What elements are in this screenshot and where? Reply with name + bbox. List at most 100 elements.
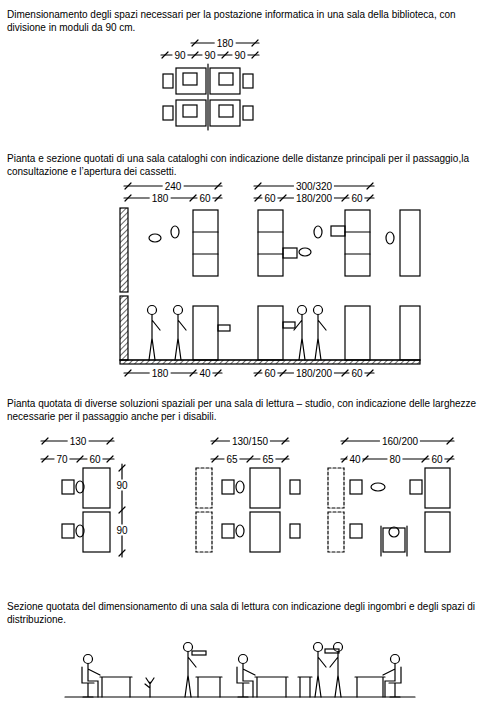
dimension-tick	[77, 456, 83, 462]
dimension-tick	[215, 195, 221, 201]
dimension-label: 60	[262, 368, 277, 379]
dimension-label: 130/150	[230, 436, 270, 447]
dimension-label: 70	[54, 454, 69, 465]
dimension-tick	[367, 183, 373, 189]
floor-section	[120, 360, 420, 364]
dimension-tick	[247, 456, 253, 462]
person-top	[299, 248, 311, 256]
dimension-label: 240	[163, 181, 184, 192]
dimension-label: 60	[87, 454, 102, 465]
chair-symbol	[163, 106, 173, 120]
person-head	[239, 655, 248, 664]
dimension-tick	[42, 438, 48, 444]
carried-books	[325, 649, 339, 653]
drawer-line	[258, 231, 283, 232]
person-head	[184, 643, 193, 652]
dimension-label: 180	[215, 38, 236, 49]
reading-table	[250, 512, 280, 552]
dimension-tick	[255, 370, 261, 376]
catalogue-cabinet	[400, 306, 420, 360]
reading-table	[196, 512, 212, 552]
chair-symbol	[222, 480, 234, 494]
catalogue-cabinet	[258, 306, 283, 360]
dimension-tick	[280, 195, 286, 201]
plant-symbol	[145, 678, 154, 697]
person-top	[386, 232, 394, 244]
desk-section	[100, 677, 132, 697]
dimension-label: 90	[114, 525, 129, 536]
dimension-tick	[367, 370, 373, 376]
chair-symbol	[350, 524, 362, 538]
dimension-label: 60	[349, 193, 364, 204]
dimension-label: 300/320	[294, 181, 334, 192]
caption-text: Pianta quotata di diverse soluzioni spaz…	[7, 397, 493, 423]
dimension-label: 160/200	[380, 436, 420, 447]
catalogue-cabinet	[193, 306, 218, 360]
dimension-label: 60	[197, 193, 212, 204]
reading-table	[425, 512, 450, 552]
dimension-tick	[342, 438, 348, 444]
dimension-tick	[107, 456, 113, 462]
catalogue-cabinet	[258, 210, 283, 276]
dimension-tick	[447, 438, 453, 444]
desk-section	[255, 677, 288, 697]
reading-table	[250, 468, 280, 508]
dimension-tick	[119, 550, 125, 556]
open-drawer	[331, 226, 345, 236]
chair-section	[237, 667, 249, 697]
dimension-tick	[107, 438, 113, 444]
wheelchair-wheel	[380, 526, 381, 556]
dimension-label: 180/200	[294, 193, 334, 204]
dimension-tick	[222, 52, 228, 58]
chair-symbol	[290, 524, 300, 538]
wheelchair-wheel	[406, 526, 407, 556]
person-top	[314, 226, 322, 238]
dimension-tick	[252, 52, 258, 58]
dimension-label: 40	[347, 454, 362, 465]
drawer-line	[345, 231, 370, 232]
dimension-tick	[190, 370, 196, 376]
reading-table	[196, 468, 212, 508]
caption-text: Pianta e sezione quotati di una sala cat…	[7, 152, 493, 178]
standing-figure	[175, 315, 186, 360]
chair-section	[82, 667, 94, 697]
desk-section	[298, 677, 312, 697]
chair-symbol	[350, 480, 362, 494]
person-head	[84, 655, 93, 664]
person-top	[149, 234, 161, 242]
dimension-label: 90	[202, 50, 217, 61]
drawer-line	[193, 253, 218, 254]
catalogue-cabinet	[345, 210, 370, 276]
chair-symbol	[243, 74, 253, 88]
chair-symbol	[290, 480, 300, 494]
person-head	[314, 643, 323, 652]
dimension-tick	[342, 370, 348, 376]
desk-section	[196, 677, 222, 697]
wheelchair-seat	[383, 528, 405, 552]
catalogue-cabinet	[193, 210, 218, 276]
monitor-symbol	[183, 73, 197, 85]
dimension-label: 65	[224, 454, 239, 465]
drawer-line	[193, 231, 218, 232]
reading-table	[328, 512, 344, 552]
dimension-tick	[215, 370, 221, 376]
desk-outline	[210, 100, 240, 126]
person-head	[314, 306, 323, 315]
wheelchair-user	[389, 527, 399, 537]
seated-figure	[383, 664, 395, 697]
dimension-tick	[280, 370, 286, 376]
dimension-tick	[282, 438, 288, 444]
dimension-label: 60	[349, 368, 364, 379]
dimension-label: 130	[68, 436, 89, 447]
standing-figure	[330, 652, 341, 697]
person-top	[371, 483, 385, 491]
reading-table	[83, 512, 110, 552]
dimension-label: 90	[232, 50, 247, 61]
drawer-line	[345, 253, 370, 254]
chair-symbol	[62, 524, 74, 538]
desk-outline	[176, 100, 206, 126]
person-head	[334, 643, 343, 652]
desk-outline	[176, 68, 206, 94]
dimension-tick	[362, 456, 368, 462]
drawer-line	[258, 253, 283, 254]
